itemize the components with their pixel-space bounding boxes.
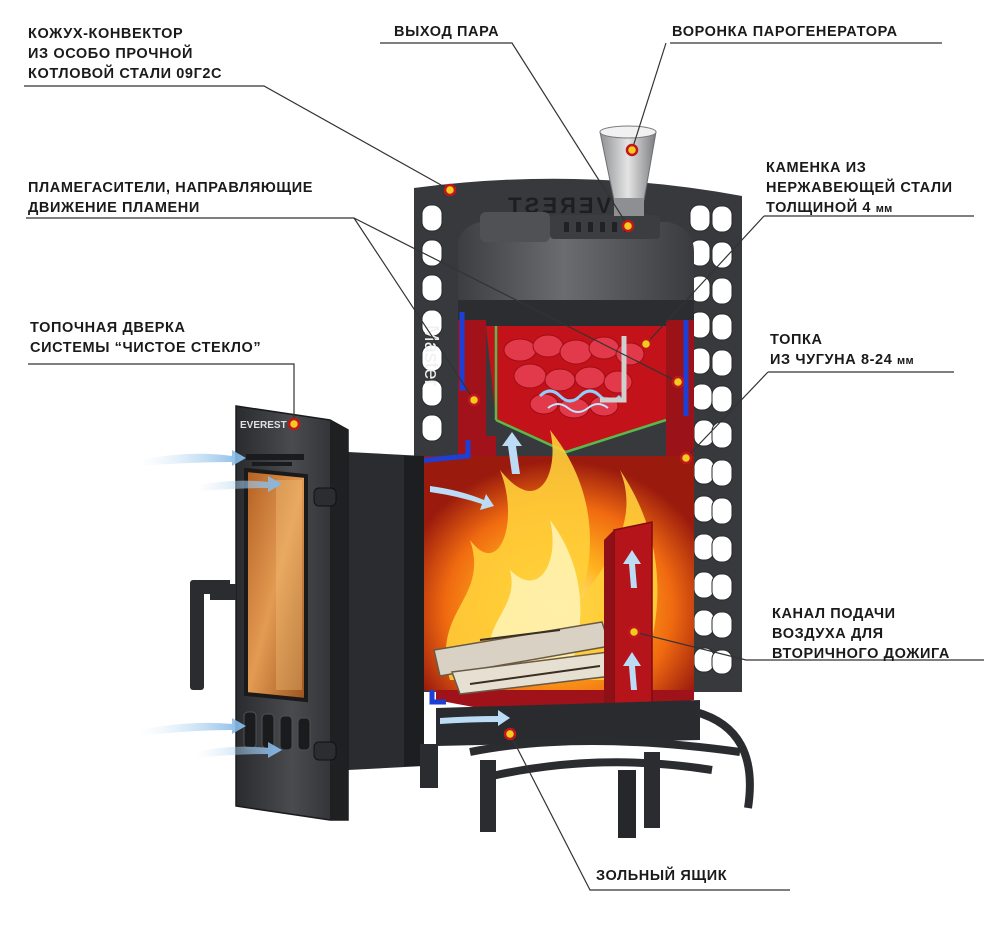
callout-dot-steam bbox=[621, 219, 635, 233]
callout-dot-firebox bbox=[679, 451, 693, 465]
airflow-arrows bbox=[140, 432, 641, 758]
callout-dot-casing bbox=[443, 183, 457, 197]
label-steam-funnel: ВОРОНКА ПАРОГЕНЕРАТОРА bbox=[672, 24, 898, 40]
callout-dot-air-channel bbox=[627, 625, 641, 639]
stove-base bbox=[420, 700, 754, 838]
door-brand-text: EVEREST bbox=[240, 420, 287, 431]
callout-dots bbox=[287, 143, 693, 741]
callout-dot-ash-box bbox=[503, 727, 517, 741]
casing-model-text: Master bbox=[420, 325, 442, 386]
steam-generator-funnel bbox=[599, 125, 657, 216]
label-air-channel: КАНАЛ ПОДАЧИ ВОЗДУХА ДЛЯ ВТОРИЧНОГО ДОЖИ… bbox=[772, 606, 950, 662]
label-heater: КАМЕНКА ИЗ НЕРЖАВЕЮЩЕЙ СТАЛИ ТОЛЩИНОЙ 4 … bbox=[766, 160, 953, 216]
callout-dot-heater bbox=[639, 337, 653, 351]
leader-lines bbox=[24, 42, 984, 891]
callout-dot-arrester-left bbox=[467, 393, 481, 407]
label-casing-convector: КОЖУХ-КОНВЕКТОР ИЗ ОСОБО ПРОЧНОЙ КОТЛОВО… bbox=[28, 26, 223, 82]
label-steam-outlet: ВЫХОД ПАРА bbox=[394, 24, 500, 40]
callout-dot-arrester-right bbox=[671, 375, 685, 389]
firebox-tunnel bbox=[348, 452, 424, 770]
heater-chamber bbox=[457, 212, 694, 454]
firebox-door: EVEREST bbox=[190, 405, 349, 821]
label-firebox: ТОПКА ИЗ ЧУГУНА 8-24 мм bbox=[770, 332, 914, 368]
callout-dot-door bbox=[287, 417, 301, 431]
label-ash-box: ЗОЛЬНЫЙ ЯЩИК bbox=[596, 868, 728, 884]
label-flame-arresters: ПЛАМЕГАСИТЕЛИ, НАПРАВЛЯЮЩИЕ ДВИЖЕНИЕ ПЛА… bbox=[28, 180, 314, 216]
label-door: ТОПОЧНАЯ ДВЕРКА СИСТЕМЫ “ЧИСТОЕ СТЕКЛО” bbox=[30, 320, 262, 356]
callout-dot-funnel bbox=[625, 143, 639, 157]
